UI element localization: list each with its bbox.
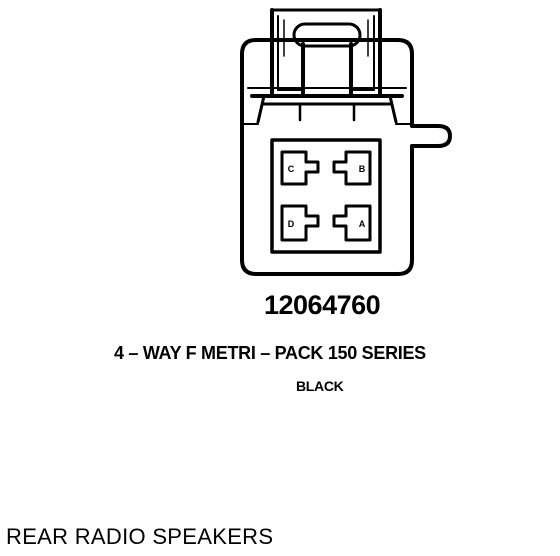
cavity-a [332,204,372,242]
pin-label-c: C [288,164,295,174]
pin-label-b: B [359,164,366,174]
latch-shelf [241,87,413,125]
cavity-d [280,204,320,242]
diagram-caption: REAR RADIO SPEAKERS [6,524,274,549]
cavity-c [280,150,320,186]
locking-latch [270,8,382,98]
part-number: 12064760 [264,290,381,320]
pin-label-d: D [288,219,295,229]
cavity-frame [270,138,382,254]
pin-label-a: A [359,219,366,229]
connector-housing [240,38,452,276]
connector-color: BLACK [296,378,344,394]
connector-description: 4 – WAY F METRI – PACK 150 SERIES [114,343,426,363]
cavity-b [332,150,372,186]
